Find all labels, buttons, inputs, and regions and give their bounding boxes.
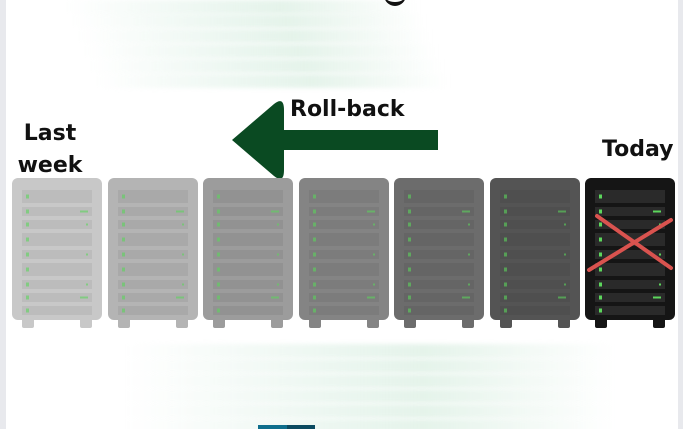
server-rack bbox=[203, 178, 293, 328]
server-rack bbox=[107, 178, 198, 328]
background-stripe bbox=[66, 0, 458, 14]
arrow-left-icon bbox=[232, 101, 438, 179]
server-rack bbox=[12, 178, 102, 328]
bottom-bar-left bbox=[258, 425, 287, 429]
background-stripe bbox=[72, 14, 464, 28]
last-week-label: Last week bbox=[17, 121, 83, 178]
background-stripe bbox=[126, 359, 668, 373]
diagram-canvas: Last week Roll-back Today bbox=[6, 0, 678, 429]
title-fragment bbox=[384, 0, 406, 6]
server-rack bbox=[298, 178, 389, 328]
server-rack bbox=[394, 178, 484, 328]
background-stripe bbox=[126, 404, 668, 418]
server-rack bbox=[489, 178, 580, 328]
background-stripe bbox=[126, 374, 668, 388]
background-stripe bbox=[78, 29, 470, 43]
server-rack-failed bbox=[585, 178, 675, 328]
background-stripe bbox=[90, 59, 482, 73]
background-stripe bbox=[96, 74, 488, 88]
rollback-label: Roll-back bbox=[290, 97, 405, 122]
bottom-bar-right bbox=[287, 425, 315, 429]
background-stripe bbox=[84, 44, 476, 58]
cross-mark-icon bbox=[587, 218, 673, 272]
background-stripe bbox=[126, 389, 668, 403]
background-stripe bbox=[126, 419, 668, 429]
today-label: Today bbox=[602, 137, 674, 162]
background-stripe bbox=[126, 344, 668, 358]
